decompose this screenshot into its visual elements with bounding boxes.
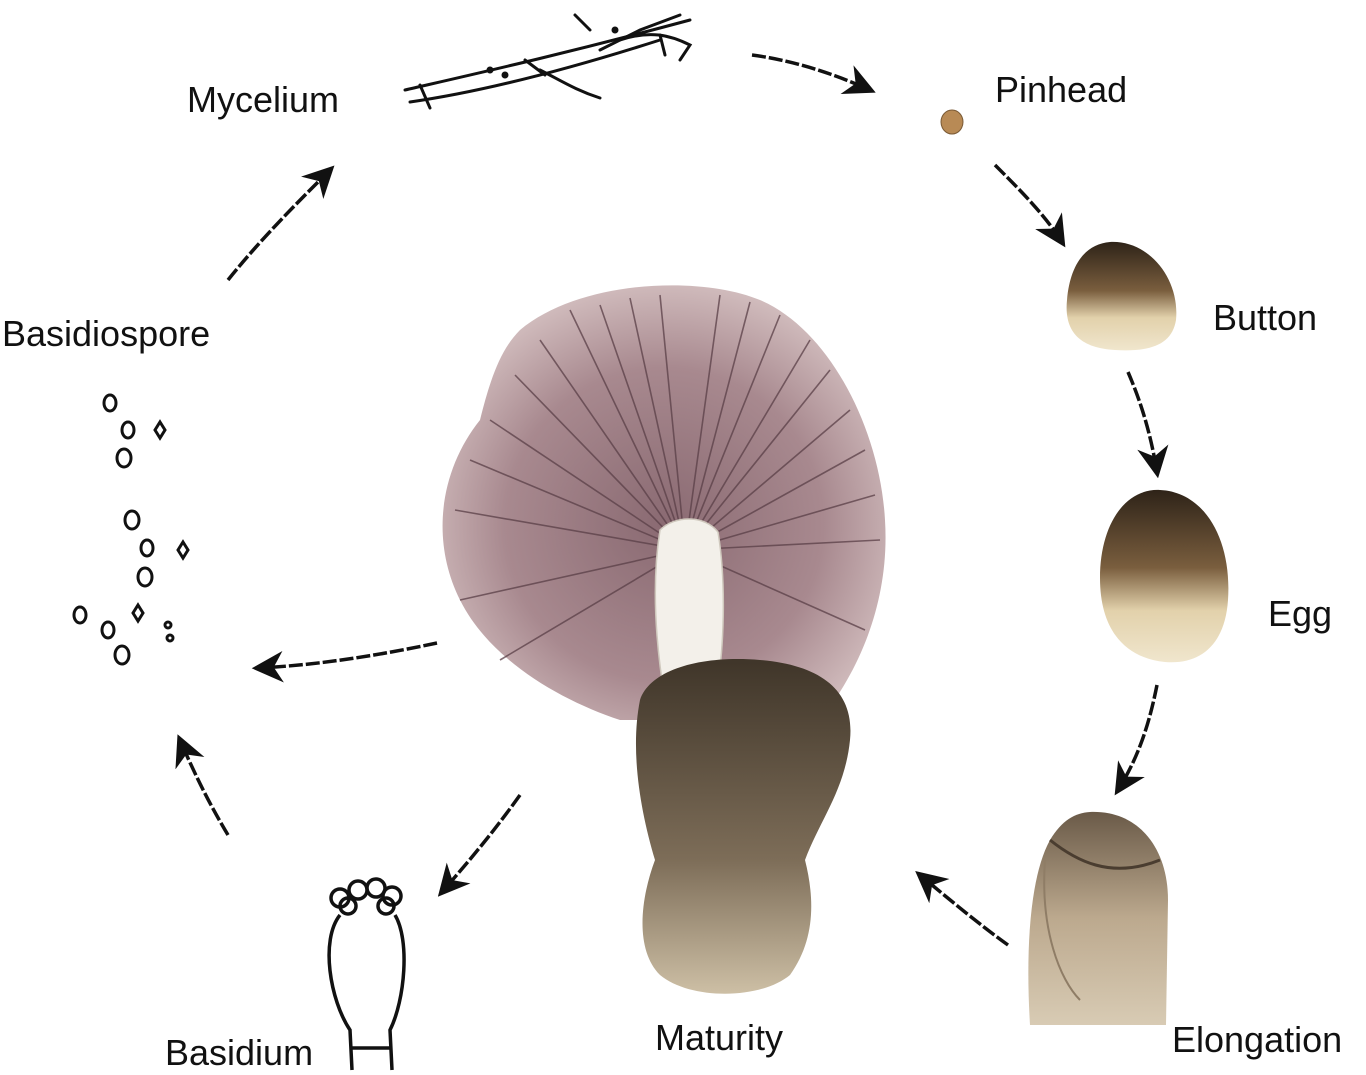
button-stage-shape (1066, 241, 1177, 351)
label-egg: Egg (1268, 593, 1333, 634)
arrow-button-to-egg (1126, 371, 1169, 479)
arrow-elongation-to-maturity (915, 870, 1010, 947)
label-button: Button (1213, 297, 1318, 338)
arrow-mycelium-to-pinhead (751, 53, 876, 95)
flow-arrows (175, 53, 1169, 947)
label-elongation: Elongation (1172, 1019, 1343, 1060)
basidium-sketch (327, 877, 406, 1071)
egg-stage-shape (1100, 489, 1229, 663)
elongation-stage-shape (1028, 811, 1168, 1025)
basidiospore-sketch (72, 393, 190, 666)
label-mycelium: Mycelium (187, 79, 340, 120)
label-maturity: Maturity (655, 1017, 784, 1058)
mycelium-sketch (403, 13, 693, 110)
arrow-maturity-to-basidiospore (251, 641, 438, 683)
label-basidiospore: Basidiospore (2, 313, 211, 354)
label-pinhead: Pinhead (995, 69, 1128, 110)
arrow-maturity-to-basidium (437, 793, 522, 897)
arrow-basidiospore-to-mycelium (226, 165, 335, 282)
arrow-basidium-to-basidiospore (175, 734, 230, 836)
label-basidium: Basidium (165, 1032, 314, 1073)
pinhead-shape (940, 109, 964, 135)
arrow-egg-to-elongation (1114, 684, 1159, 796)
mature-mushroom-shape (442, 285, 886, 994)
arrow-pinhead-to-button (993, 163, 1066, 248)
